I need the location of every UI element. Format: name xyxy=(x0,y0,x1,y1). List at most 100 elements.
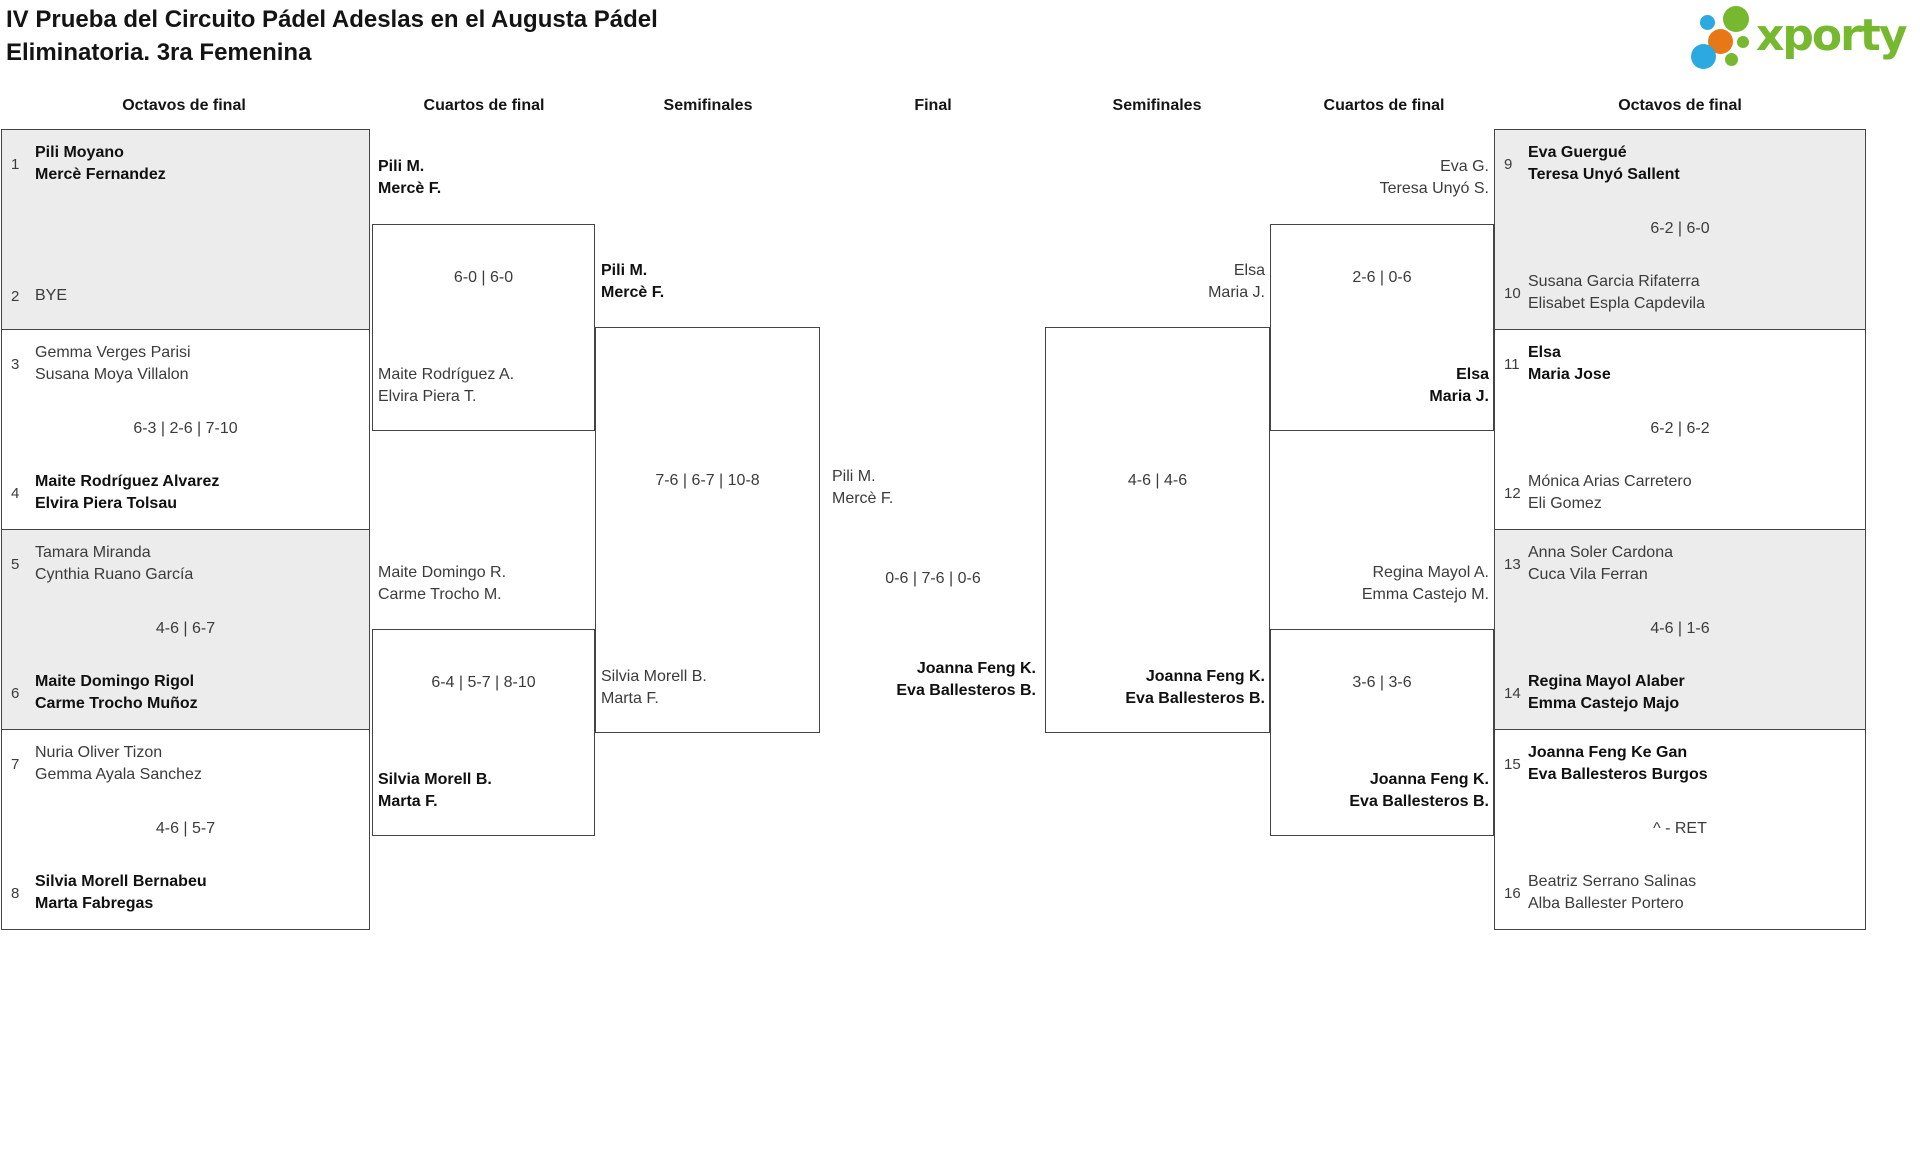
match-score: 6-0 | 6-0 xyxy=(453,269,514,286)
match-score: 4-6 | 6-7 xyxy=(155,620,216,637)
bracket-box-qf-left-2 xyxy=(372,629,595,836)
match-r16-right-2: 11 Elsa Maria Jose 6-2 | 6-2 12 Mónica A… xyxy=(1494,329,1866,530)
bracket-entry: 8 Silvia Morell Bernabeu Marta Fabregas xyxy=(11,871,361,915)
header-octavos-left: Octavos de final xyxy=(122,97,246,114)
player-name: Emma Castejo Majo xyxy=(1528,695,1680,712)
player-name: Maria J. xyxy=(1208,284,1265,301)
match-score: 3-6 | 3-6 xyxy=(1352,674,1412,691)
player-name: Joanna Feng Ke Gan xyxy=(1528,744,1688,761)
pair-names: Elsa Maria J. xyxy=(1270,364,1489,408)
player-name: Gemma Ayala Sanchez xyxy=(35,766,202,783)
bracket-entry: 2 BYE xyxy=(11,285,361,307)
logo-dot-icon xyxy=(1737,36,1749,48)
seed-number: 9 xyxy=(1504,155,1513,173)
match-score: 4-6 | 5-7 xyxy=(155,820,216,837)
player-name: Teresa Unyó S. xyxy=(1379,180,1489,197)
pair-names: Silvia Morell B. Marta F. xyxy=(601,666,811,710)
bracket-entry: 5 Tamara Miranda Cynthia Ruano García xyxy=(11,542,361,586)
header-octavos-right: Octavos de final xyxy=(1618,97,1742,114)
bracket-box-qf-right-1 xyxy=(1270,224,1494,431)
match-score: 4-6 | 1-6 xyxy=(1650,620,1710,637)
player-name: Elsa xyxy=(1528,344,1561,361)
player-name: Mercè Fernandez xyxy=(35,166,166,183)
player-name: Mercè F. xyxy=(378,180,442,197)
player-name: Teresa Unyó Sallent xyxy=(1528,166,1680,183)
bracket-entry: 11 Elsa Maria Jose xyxy=(1504,342,1857,386)
pair-names: Pili M. Mercè F. xyxy=(601,260,811,304)
seed-number: 2 xyxy=(11,287,20,305)
player-name: Alba Ballester Portero xyxy=(1528,895,1684,912)
player-name: Eva Ballesteros B. xyxy=(1349,793,1489,810)
bracket-entry: 13 Anna Soler Cardona Cuca Vila Ferran xyxy=(1504,542,1857,586)
player-name: Carme Trocho M. xyxy=(378,586,502,603)
player-name: Emma Castejo M. xyxy=(1361,586,1489,603)
player-name: Joanna Feng K. xyxy=(1145,668,1265,685)
player-name: Regina Mayol A. xyxy=(1372,564,1489,581)
match-score: ^ - RET xyxy=(1653,820,1707,837)
header-semifinales-right: Semifinales xyxy=(1112,97,1202,114)
logo-dot-icon xyxy=(1700,15,1715,30)
seed-number: 10 xyxy=(1504,284,1521,302)
match-score: 6-3 | 2-6 | 7-10 xyxy=(133,420,238,437)
player-name: Gemma Verges Parisi xyxy=(35,344,191,361)
bracket-entry: 10 Susana Garcia Rifaterra Elisabet Espl… xyxy=(1504,271,1857,315)
pair-names: Gemma Verges Parisi Susana Moya Villalon xyxy=(35,342,191,386)
page-title: IV Prueba del Circuito Pádel Adeslas en … xyxy=(6,3,658,69)
pair-names: Eva G. Teresa Unyó S. xyxy=(1270,156,1489,200)
bracket-entry: 9 Eva Guergué Teresa Unyó Sallent xyxy=(1504,142,1857,186)
player-name: Silvia Morell B. xyxy=(601,668,707,685)
player-name: BYE xyxy=(35,287,68,304)
pair-names: Joanna Feng K. Eva Ballesteros B. xyxy=(1046,666,1265,710)
player-name: Nuria Oliver Tizon xyxy=(35,744,163,761)
player-name: Beatriz Serrano Salinas xyxy=(1528,873,1697,890)
logo-dot-icon xyxy=(1691,44,1716,69)
player-name: Cuca Vila Ferran xyxy=(1528,566,1648,583)
pair-names: Pili M. Mercè F. xyxy=(832,466,1042,510)
bracket-entry: 14 Regina Mayol Alaber Emma Castejo Majo xyxy=(1504,671,1857,715)
player-name: Pili M. xyxy=(832,468,876,485)
pair-names: Regina Mayol A. Emma Castejo M. xyxy=(1270,562,1489,606)
seed-number: 6 xyxy=(11,684,20,702)
bracket-entry: 15 Joanna Feng Ke Gan Eva Ballesteros Bu… xyxy=(1504,742,1857,786)
pair-names: Tamara Miranda Cynthia Ruano García xyxy=(35,542,193,586)
player-name: Eli Gomez xyxy=(1528,495,1602,512)
pair-names: Eva Guergué Teresa Unyó Sallent xyxy=(1528,142,1680,186)
pair-names: Elsa Maria Jose xyxy=(1528,342,1611,386)
pair-names: Anna Soler Cardona Cuca Vila Ferran xyxy=(1528,542,1673,586)
player-name: Maria J. xyxy=(1429,388,1489,405)
header-final: Final xyxy=(914,97,952,114)
player-name: Susana Garcia Rifaterra xyxy=(1528,273,1700,290)
bracket-box-sf-right xyxy=(1045,327,1270,733)
seed-number: 14 xyxy=(1504,684,1521,702)
player-name: Silvia Morell Bernabeu xyxy=(35,873,207,890)
match-r16-left-1: 1 Pili Moyano Mercè Fernandez 2 BYE xyxy=(1,129,370,330)
pair-names: Silvia Morell Bernabeu Marta Fabregas xyxy=(35,871,207,915)
match-score: 2-6 | 0-6 xyxy=(1352,269,1412,286)
player-name: Eva Guergué xyxy=(1528,144,1627,161)
pair-names: Beatriz Serrano Salinas Alba Ballester P… xyxy=(1528,871,1696,915)
match-score: 4-6 | 4-6 xyxy=(1127,472,1188,489)
bracket-box-qf-right-2 xyxy=(1270,629,1494,836)
match-r16-left-4: 7 Nuria Oliver Tizon Gemma Ayala Sanchez… xyxy=(1,729,370,930)
player-name: Pili M. xyxy=(378,158,425,175)
bracket-box-sf-left xyxy=(595,327,820,733)
player-name: Pili Moyano xyxy=(35,144,124,161)
match-score: 7-6 | 6-7 | 10-8 xyxy=(655,472,760,489)
pair-names: Maite Domingo R. Carme Trocho M. xyxy=(378,562,588,606)
seed-number: 13 xyxy=(1504,555,1521,573)
player-name: Eva G. xyxy=(1440,158,1489,175)
player-name: Carme Trocho Muñoz xyxy=(35,695,198,712)
pair-names: BYE xyxy=(35,285,67,307)
seed-number: 16 xyxy=(1504,884,1521,902)
player-name: Elvira Piera T. xyxy=(378,388,477,405)
player-name: Silvia Morell B. xyxy=(378,771,492,788)
pair-names: Joanna Feng Ke Gan Eva Ballesteros Burgo… xyxy=(1528,742,1708,786)
player-name: Cynthia Ruano García xyxy=(35,566,194,583)
player-name: Elsa xyxy=(1456,366,1489,383)
pair-names: Nuria Oliver Tizon Gemma Ayala Sanchez xyxy=(35,742,202,786)
pair-names: Elsa Maria J. xyxy=(1046,260,1265,304)
player-name: Joanna Feng K. xyxy=(916,660,1036,677)
player-name: Susana Moya Villalon xyxy=(35,366,189,383)
player-name: Marta F. xyxy=(601,690,659,707)
player-name: Elisabet Espla Capdevila xyxy=(1528,295,1705,312)
